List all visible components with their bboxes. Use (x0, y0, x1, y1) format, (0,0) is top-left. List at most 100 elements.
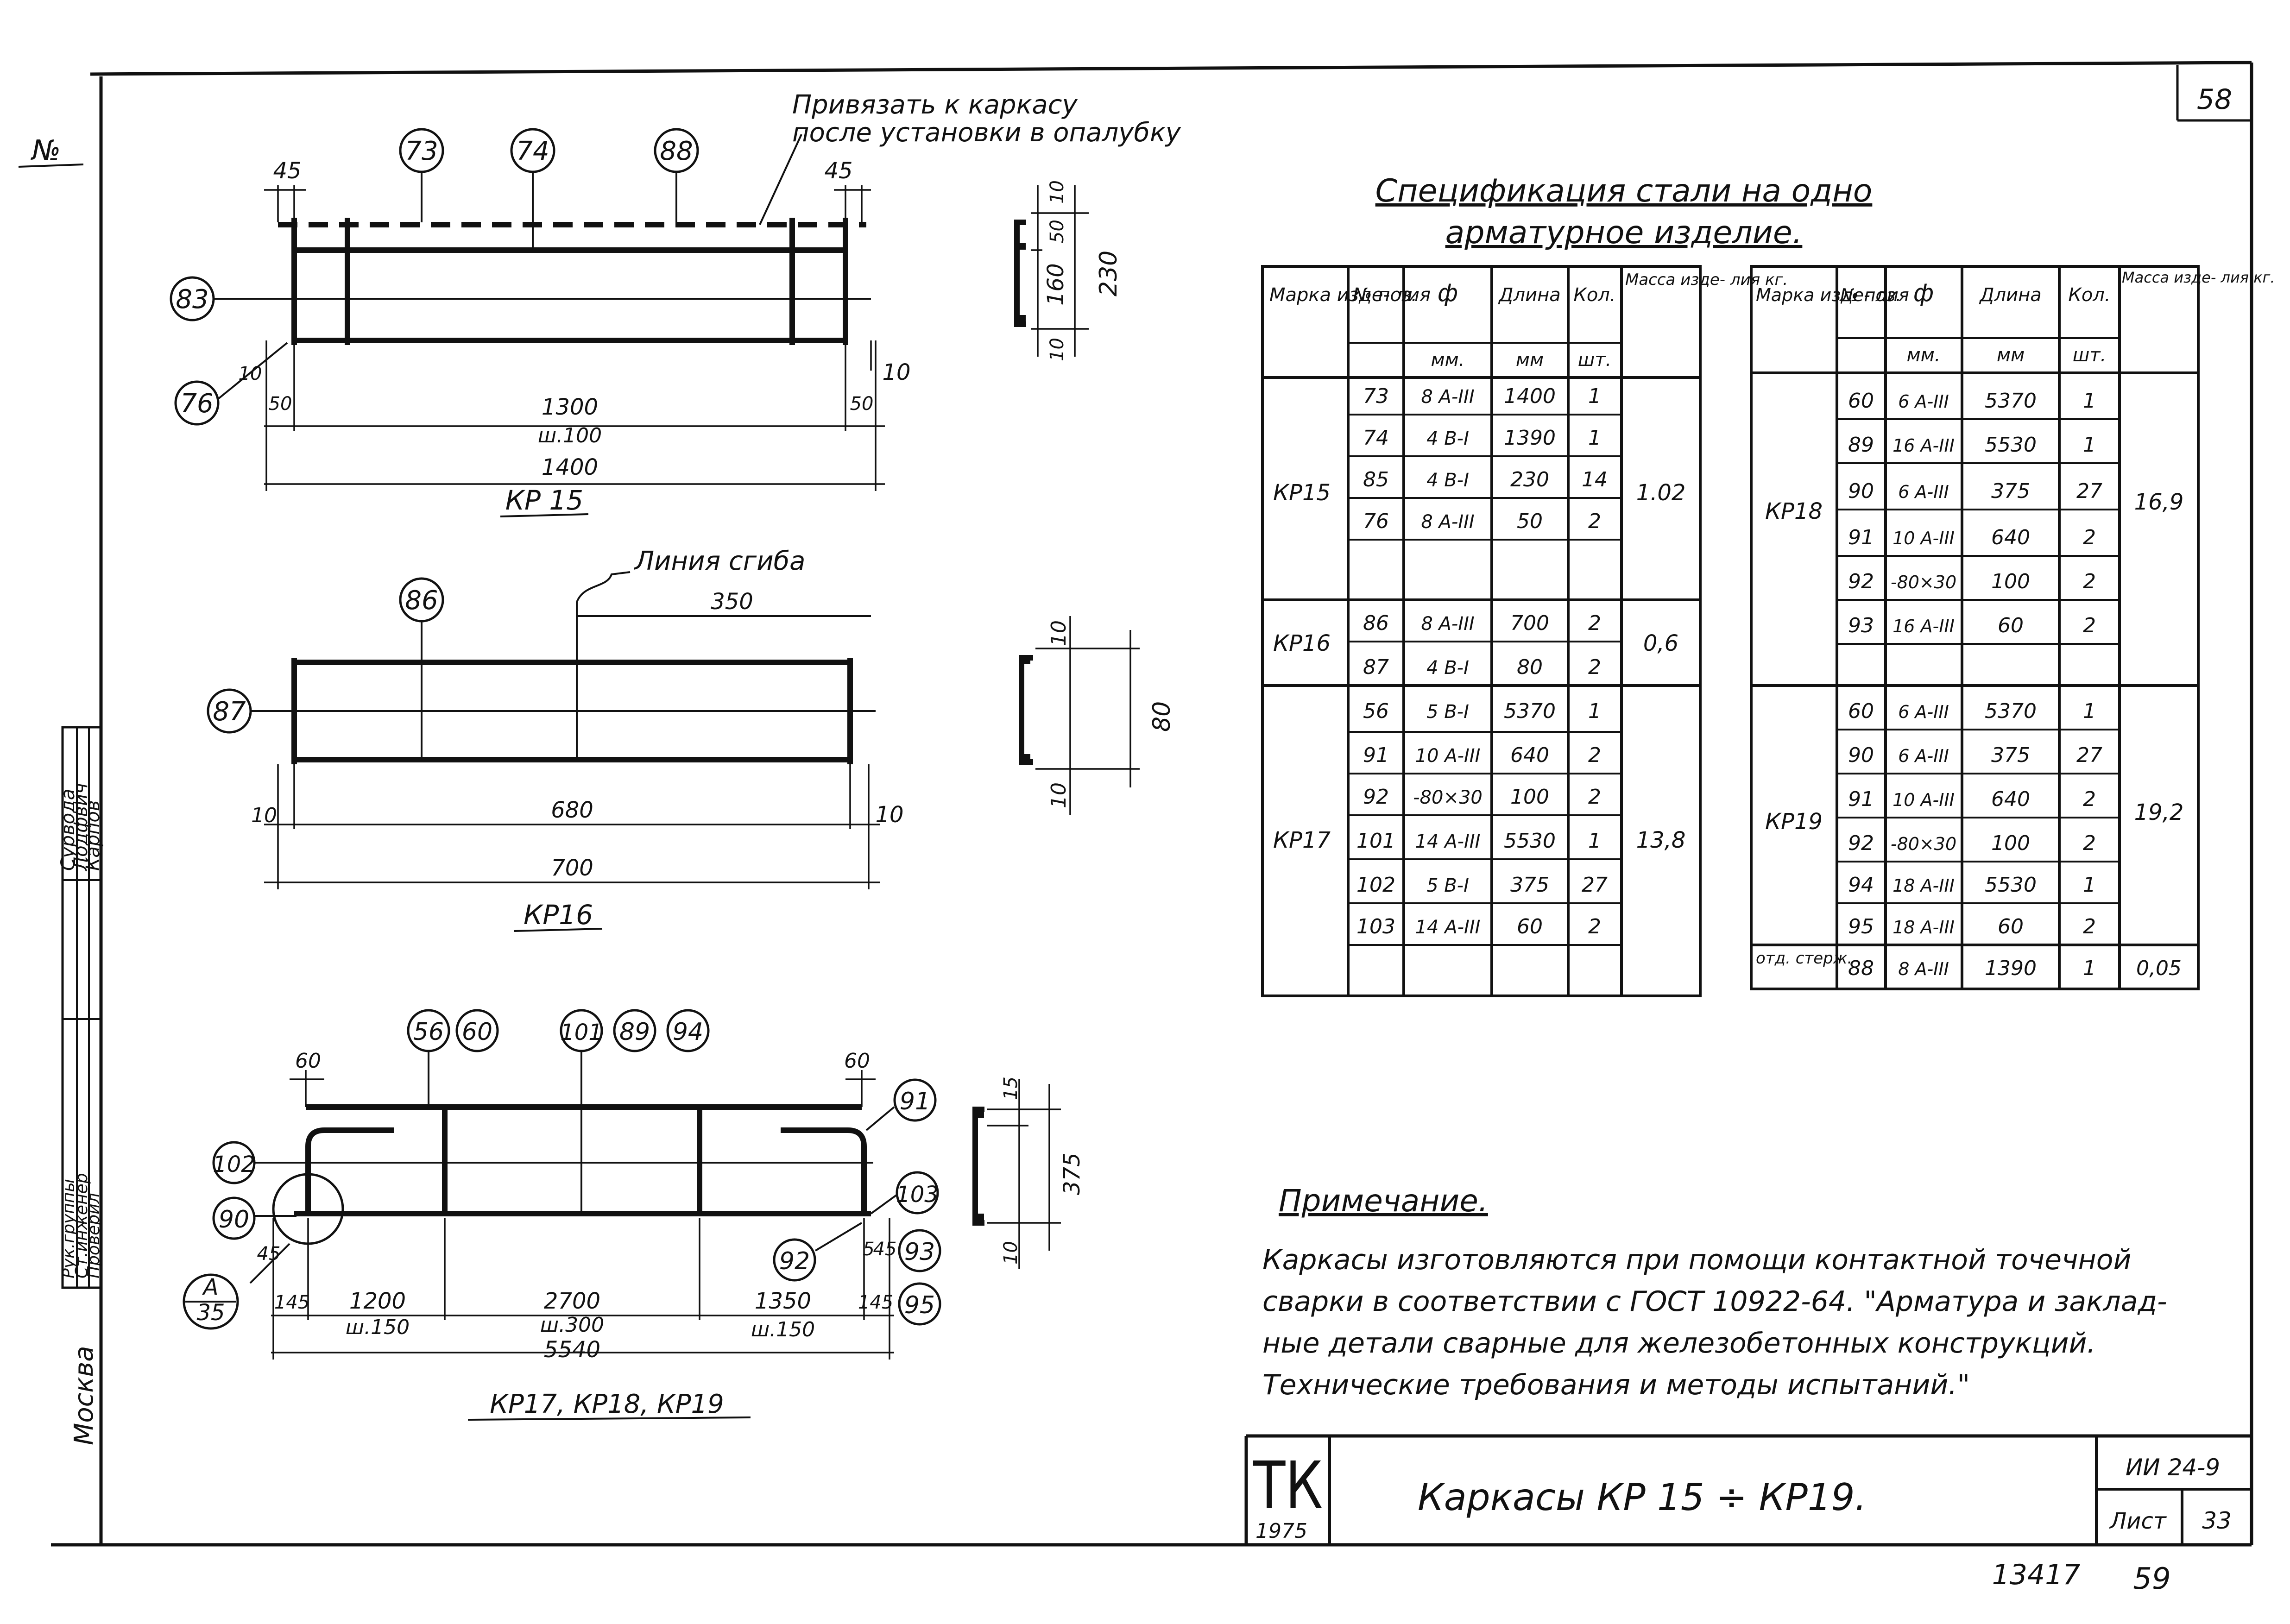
callout-sheet: 35 (196, 1300, 225, 1326)
row-pos: 93 (1848, 614, 1874, 637)
row-qty: 1 (1588, 426, 1601, 450)
kp16-drawing (250, 571, 880, 932)
spec-title-line1: Спецификация стали на одно (1375, 173, 1873, 209)
grp-mark-kp19: КР19 (1765, 809, 1823, 835)
grp-mark-kp17: КР17 (1273, 827, 1331, 853)
row-pos: 74 (1363, 426, 1389, 450)
row-len: 60 (1998, 915, 2024, 938)
row-pos: 86 (1363, 611, 1389, 635)
row-qty: 1 (2083, 957, 2096, 980)
row-len: 100 (1510, 785, 1549, 809)
spec-header-right: Марка изде- лия № поз. ф мм. Длина мм Ко… (1756, 269, 2275, 366)
row-len: 60 (1517, 915, 1543, 938)
hdr-qty-unit-right: шт. (2073, 345, 2107, 366)
row-pos: 85 (1363, 468, 1389, 491)
row-len: 640 (1991, 787, 2030, 811)
spec-table-left (1261, 265, 1702, 997)
kp15-marks: 73 74 88 83 76 (170, 128, 699, 426)
row-pos: 91 (1363, 743, 1389, 767)
row-pos: 90 (1848, 479, 1874, 503)
row-qty: 2 (2083, 915, 2096, 938)
mark-102: 102 (213, 1152, 255, 1177)
row-len: 375 (1510, 873, 1549, 897)
row-dia: 18 А-III (1893, 917, 1955, 938)
hdr-dia-left: ф (1438, 279, 1458, 307)
row-len: 1390 (1504, 426, 1556, 450)
kp15-dim-1400: 1400 (542, 454, 598, 480)
hdr-mass-left: Масса изде- лия кг. (1625, 271, 1788, 289)
kp17-dim-step300: ш.300 (540, 1313, 604, 1337)
kp15-note-line1: Привязать к каркасу (792, 90, 1078, 120)
row-dia: 8 А-III (1421, 386, 1474, 408)
row-dia: 6 А-III (1898, 702, 1949, 722)
kp17-dim-5: 5 (863, 1239, 874, 1260)
mark-73: 73 (405, 136, 438, 166)
row-pos: 90 (1848, 743, 1874, 767)
row-pos: 91 (1848, 787, 1874, 811)
mark-76: 76 (180, 389, 213, 419)
mark-86: 86 (405, 585, 438, 616)
row-pos: 91 (1848, 526, 1874, 549)
row-len: 80 (1517, 655, 1543, 679)
row-qty: 2 (1588, 785, 1601, 809)
row-pos: 103 (1356, 915, 1395, 938)
mark-88: 88 (660, 136, 693, 166)
note-line-2: сварки в соответствии с ГОСТ 10922-64. "… (1262, 1285, 2167, 1318)
kp15-dim-50-right: 50 (850, 393, 874, 415)
row-dia: 6 А-III (1898, 391, 1949, 412)
row-len: 5530 (1985, 873, 2037, 897)
row-dia: 4 В-I (1426, 657, 1469, 679)
hdr-pos-left: № поз. (1352, 284, 1417, 306)
approval-strip: Рук.группы Ст.инженер Проверил Сурвода Л… (57, 726, 104, 1445)
kp17-sec-375: 375 (1059, 1152, 1085, 1195)
row-len: 5530 (1985, 433, 2037, 457)
row-pos: 60 (1848, 699, 1874, 723)
bottom-page: 59 (2133, 1562, 2170, 1596)
row-qty: 2 (1588, 611, 1601, 635)
grp-mass-kp18: 16,9 (2134, 489, 2184, 515)
kp15-dim-45-right: 45 (824, 158, 852, 184)
row-len: 640 (1510, 743, 1549, 767)
mark-93: 93 (904, 1238, 935, 1266)
spec-table-right (1750, 265, 2200, 990)
row-pos: 88 (1848, 957, 1874, 980)
row-qty: 2 (1588, 655, 1601, 679)
mark-103: 103 (896, 1182, 939, 1208)
kp15-sec-230: 230 (1095, 251, 1123, 296)
hdr-qty-unit-left: шт. (1578, 349, 1612, 371)
row-len: 640 (1991, 526, 2030, 549)
kp17-caption: КР17, КР18, КР19 (490, 1389, 724, 1419)
kp15-sec-160: 160 (1043, 263, 1069, 306)
kp15-note-line2: после установки в опалубку (792, 118, 1181, 148)
mark-94: 94 (673, 1018, 703, 1046)
grp-mass-kp15: 1.02 (1636, 480, 1686, 506)
strip-name-1: Сурвода (57, 789, 79, 871)
row-qty: 1 (2083, 389, 2096, 413)
mark-56: 56 (413, 1018, 444, 1046)
row-pos: 92 (1848, 831, 1874, 855)
row-qty: 1 (1588, 699, 1601, 723)
kp17-dim-1350: 1350 (755, 1288, 811, 1314)
grp-mark-kp15: КР15 (1273, 480, 1331, 506)
kp17-marks: 56 60 101 89 94 102 90 91 103 93 95 92 А… (183, 1009, 941, 1330)
row-qty: 2 (1588, 510, 1601, 533)
hdr-mark-right: Марка изде- лия (1756, 285, 1909, 305)
row-dia: 16 А-III (1893, 435, 1955, 456)
row-len: 1390 (1985, 957, 2037, 980)
row-dia: 6 А-III (1898, 746, 1949, 766)
title-sheet-label: Лист (2109, 1508, 2167, 1534)
row-len: 5530 (1504, 829, 1556, 853)
row-pos: 89 (1848, 433, 1874, 457)
kp16-section (1019, 616, 1140, 815)
row-dia: 16 А-III (1893, 616, 1955, 636)
row-len: 5370 (1504, 699, 1556, 723)
row-dia: 10 А-III (1893, 790, 1955, 810)
row-pos: 101 (1356, 829, 1395, 853)
hdr-mark-left: Марка изде- лия (1269, 284, 1431, 306)
kp16-dim-700: 700 (551, 855, 593, 881)
hdr-dia-unit-left: мм. (1431, 349, 1464, 371)
mark-101: 101 (560, 1020, 603, 1045)
grp-mass-separate: 0,05 (2136, 957, 2182, 980)
kp17-dim-45-right: 45 (873, 1239, 897, 1260)
kp16-caption: КР16 (524, 899, 593, 931)
